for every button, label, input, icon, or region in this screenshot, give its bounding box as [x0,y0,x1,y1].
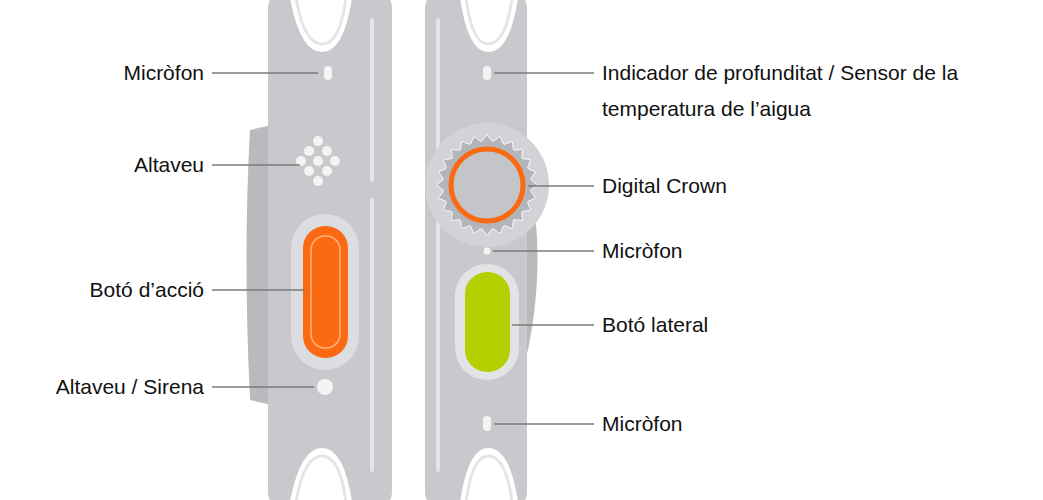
leader-line [212,164,300,166]
part-label: Micròfon [123,55,204,91]
speaker-hole [304,166,314,176]
leader-line [493,250,594,252]
leader-lines [212,73,594,424]
case-groove [436,20,440,470]
side-button [465,272,510,372]
microphone-port [324,66,332,80]
digital-crown [451,149,523,221]
speaker-hole [322,146,332,156]
speaker-hole [322,166,332,176]
depth-sensor-port [483,66,491,80]
lug-notch [290,448,352,500]
lug-notch [460,448,518,500]
leader-line [494,423,594,425]
case-body [425,0,527,500]
lug-notch [290,0,352,52]
lug-outline [296,0,346,44]
case-groove [370,20,374,180]
speaker-hole [313,176,323,186]
speaker-hole [330,156,340,166]
speaker-hole [313,136,323,146]
left-watch [247,0,393,500]
part-label: Botó lateral [602,307,708,343]
action-button-outline [311,236,340,348]
button-recess [291,214,359,370]
part-label: Altaveu [134,147,204,183]
leader-line [212,386,314,388]
crown-guard [425,123,549,247]
action-button [303,226,348,358]
leader-line [512,324,594,326]
crown-knurling [437,135,537,235]
leader-line [528,185,594,187]
part-label: Micròfon [602,406,683,442]
siren-port [317,379,333,395]
lug-outline [296,456,346,500]
speaker-hole [304,146,314,156]
part-label: Micròfon [602,233,683,269]
lug-notch [460,0,518,52]
case-groove [370,200,374,470]
microphone-port [484,248,491,255]
part-label: Indicador de profunditat / Sensor de la … [602,55,962,127]
case-body [268,0,392,500]
lug-outline [466,456,512,500]
button-recess [455,264,519,380]
part-label: Botó d’acció [90,272,204,308]
right-watch [425,0,549,500]
leader-line [212,72,318,74]
part-label: Digital Crown [602,168,727,204]
leader-line [494,72,594,74]
leader-line [212,289,305,291]
lug-outline [466,0,512,44]
microphone-port [483,416,491,431]
speaker-hole [313,156,323,166]
part-label: Altaveu / Sirena [56,369,204,405]
speaker-grille [296,136,340,186]
